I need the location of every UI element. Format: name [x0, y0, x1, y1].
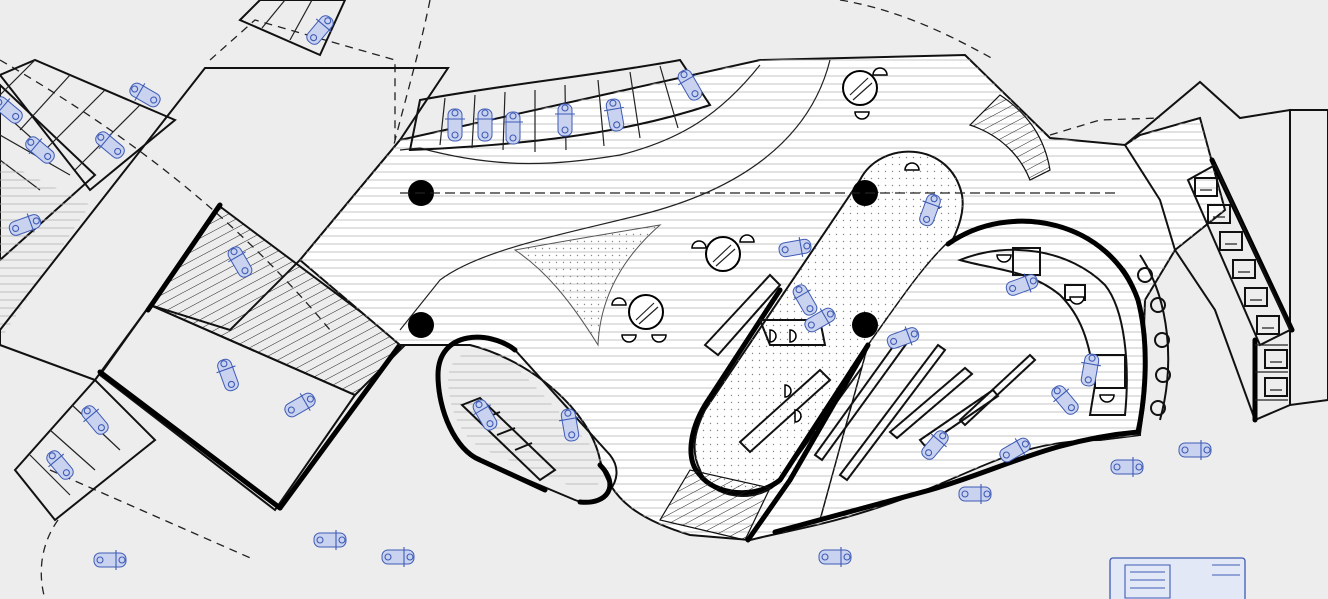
table	[842, 67, 888, 120]
bike-rack	[1155, 367, 1171, 383]
planting-triangle	[513, 224, 662, 347]
boundary-line-upper	[209, 19, 396, 140]
column	[852, 312, 878, 338]
bike-rack	[1150, 400, 1166, 416]
lower-left-parking-bays	[13, 378, 157, 522]
boundary-arc-bottom-left	[40, 519, 59, 599]
boundary-line-lower	[49, 469, 256, 561]
right-pavilion	[745, 218, 1171, 543]
boundary-line-right	[1049, 117, 1161, 136]
table	[611, 294, 667, 343]
tables	[611, 67, 888, 343]
vehicle	[1109, 557, 1246, 599]
building-block-left	[0, 67, 450, 512]
center-stairs	[659, 469, 771, 541]
parking-stalls	[1194, 177, 1288, 397]
bike-rack	[1150, 297, 1166, 313]
courtyard	[98, 303, 357, 512]
curved-bike-parking	[408, 58, 712, 152]
left-ramp	[0, 160, 90, 340]
bike-rack	[1154, 332, 1170, 348]
boundary-arc-top	[839, 0, 996, 61]
right-parking-block	[1123, 80, 1328, 423]
top-parking-bays	[238, 0, 347, 57]
boundary-arc-top-left	[389, 0, 431, 161]
column	[408, 312, 434, 338]
top-stairs	[968, 94, 1051, 181]
bike-rack	[1137, 267, 1153, 283]
left-pavilion	[435, 334, 618, 505]
table	[691, 234, 755, 272]
